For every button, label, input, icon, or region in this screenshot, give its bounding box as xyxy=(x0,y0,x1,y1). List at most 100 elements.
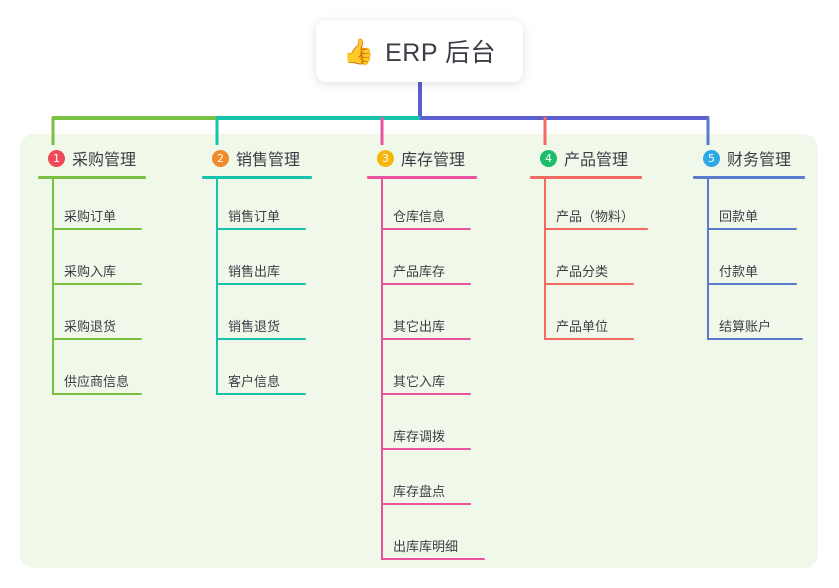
branch-number-badge: 3 xyxy=(377,149,394,167)
branch-header-5[interactable]: 5 财务管理 xyxy=(693,146,805,170)
leaf-node[interactable]: 销售订单 xyxy=(202,179,312,234)
leaf-rule xyxy=(52,228,142,230)
diagram-background-panel xyxy=(20,134,818,568)
leaf-rule xyxy=(216,338,306,340)
branch-column-3[interactable]: 3 库存管理仓库信息产品库存其它出库其它入库库存调拨库存盘点出库库明细 xyxy=(367,146,485,564)
leaf-rule xyxy=(52,283,142,285)
leaf-rule xyxy=(381,393,471,395)
leaf-label: 销售订单 xyxy=(228,209,281,224)
leaf-rule xyxy=(216,393,306,395)
leaf-node[interactable]: 出库库明细 xyxy=(367,509,485,564)
leaf-node[interactable]: 其它出库 xyxy=(367,289,477,344)
leaf-label: 产品单位 xyxy=(556,319,609,334)
leaf-node[interactable]: 产品分类 xyxy=(530,234,642,289)
branch-column-2[interactable]: 2 销售管理销售订单销售出库销售退货客户信息 xyxy=(202,146,312,399)
leaf-rule xyxy=(381,503,471,505)
leaf-label: 回款单 xyxy=(719,209,759,224)
branch-spine xyxy=(544,179,546,340)
leaf-node[interactable]: 采购退货 xyxy=(38,289,146,344)
leaf-rule xyxy=(381,338,471,340)
branch-number-badge: 1 xyxy=(48,149,65,167)
root-node-content: 👍 ERP 后台 xyxy=(343,33,496,69)
leaf-node[interactable]: 库存调拨 xyxy=(367,399,477,454)
leaf-rule xyxy=(707,283,797,285)
leaf-node[interactable]: 采购订单 xyxy=(38,179,146,234)
branch-spine xyxy=(52,179,54,395)
leaf-node[interactable]: 采购入库 xyxy=(38,234,146,289)
branch-leaf-list: 仓库信息产品库存其它出库其它入库库存调拨库存盘点出库库明细 xyxy=(367,179,485,564)
leaf-label: 库存调拨 xyxy=(393,429,446,444)
leaf-rule xyxy=(216,283,306,285)
branch-leaf-list: 产品（物料） 产品分类产品单位 xyxy=(530,179,648,344)
branch-title: 采购管理 xyxy=(72,152,137,169)
leaf-node[interactable]: 销售出库 xyxy=(202,234,312,289)
leaf-label: 客户信息 xyxy=(228,374,281,389)
leaf-node[interactable]: 仓库信息 xyxy=(367,179,477,234)
leaf-label: 仓库信息 xyxy=(393,209,446,224)
leaf-label: 产品库存 xyxy=(393,264,446,279)
leaf-label: 结算账户 xyxy=(719,319,772,334)
branch-spine xyxy=(707,179,709,340)
leaf-rule xyxy=(544,283,634,285)
leaf-label: 采购入库 xyxy=(64,264,117,279)
leaf-node[interactable]: 其它入库 xyxy=(367,344,477,399)
branch-leaf-list: 采购订单采购入库采购退货供应商信息 xyxy=(38,179,146,399)
branch-title: 库存管理 xyxy=(401,152,466,169)
leaf-label: 供应商信息 xyxy=(64,374,130,389)
leaf-node[interactable]: 产品（物料） xyxy=(530,179,648,234)
root-node-title: ERP 后台 xyxy=(385,39,497,67)
leaf-rule xyxy=(52,338,142,340)
branch-column-4[interactable]: 4 产品管理产品（物料） 产品分类产品单位 xyxy=(530,146,648,344)
leaf-label: 采购订单 xyxy=(64,209,117,224)
branch-header-3[interactable]: 3 库存管理 xyxy=(367,146,477,170)
leaf-label: 采购退货 xyxy=(64,319,117,334)
leaf-rule xyxy=(544,228,648,230)
branch-column-5[interactable]: 5 财务管理回款单付款单结算账户 xyxy=(693,146,805,344)
branch-title: 销售管理 xyxy=(236,152,301,169)
leaf-node[interactable]: 销售退货 xyxy=(202,289,312,344)
thumbs-up-icon: 👍 xyxy=(342,36,375,66)
leaf-label: 产品分类 xyxy=(556,264,609,279)
branch-title: 财务管理 xyxy=(727,152,792,169)
branch-column-1[interactable]: 1 采购管理采购订单采购入库采购退货供应商信息 xyxy=(38,146,146,399)
branch-header-2[interactable]: 2 销售管理 xyxy=(202,146,312,170)
branch-header-1[interactable]: 1 采购管理 xyxy=(38,146,146,170)
leaf-rule xyxy=(707,338,803,340)
leaf-label: 付款单 xyxy=(719,264,759,279)
leaf-rule xyxy=(381,448,471,450)
leaf-rule xyxy=(381,228,471,230)
branch-leaf-list: 回款单付款单结算账户 xyxy=(693,179,805,344)
leaf-rule xyxy=(381,283,471,285)
branch-header-4[interactable]: 4 产品管理 xyxy=(530,146,642,170)
branch-title: 产品管理 xyxy=(564,152,629,169)
branch-header-rule xyxy=(38,176,146,179)
leaf-rule xyxy=(544,338,634,340)
leaf-node[interactable]: 付款单 xyxy=(693,234,805,289)
leaf-label: 销售退货 xyxy=(228,319,281,334)
leaf-label: 产品（物料） xyxy=(556,209,635,224)
branch-number-badge: 5 xyxy=(703,149,720,167)
leaf-rule xyxy=(381,558,485,560)
leaf-label: 库存盘点 xyxy=(393,484,446,499)
leaf-label: 销售出库 xyxy=(228,264,281,279)
branch-header-rule xyxy=(367,176,477,179)
branch-spine xyxy=(216,179,218,395)
leaf-node[interactable]: 库存盘点 xyxy=(367,454,477,509)
branch-number-badge: 2 xyxy=(212,149,229,167)
leaf-node[interactable]: 产品库存 xyxy=(367,234,477,289)
branch-leaf-list: 销售订单销售出库销售退货客户信息 xyxy=(202,179,312,399)
leaf-label: 其它出库 xyxy=(393,319,446,334)
leaf-rule xyxy=(707,228,797,230)
leaf-node[interactable]: 供应商信息 xyxy=(38,344,146,399)
leaf-node[interactable]: 产品单位 xyxy=(530,289,642,344)
branch-number-badge: 4 xyxy=(540,149,557,167)
leaf-node[interactable]: 结算账户 xyxy=(693,289,805,344)
branch-header-rule xyxy=(202,176,312,179)
leaf-rule xyxy=(216,228,306,230)
leaf-label: 其它入库 xyxy=(393,374,446,389)
leaf-rule xyxy=(52,393,142,395)
leaf-node[interactable]: 客户信息 xyxy=(202,344,312,399)
leaf-node[interactable]: 回款单 xyxy=(693,179,805,234)
root-node-card[interactable]: 👍 ERP 后台 xyxy=(316,20,523,82)
